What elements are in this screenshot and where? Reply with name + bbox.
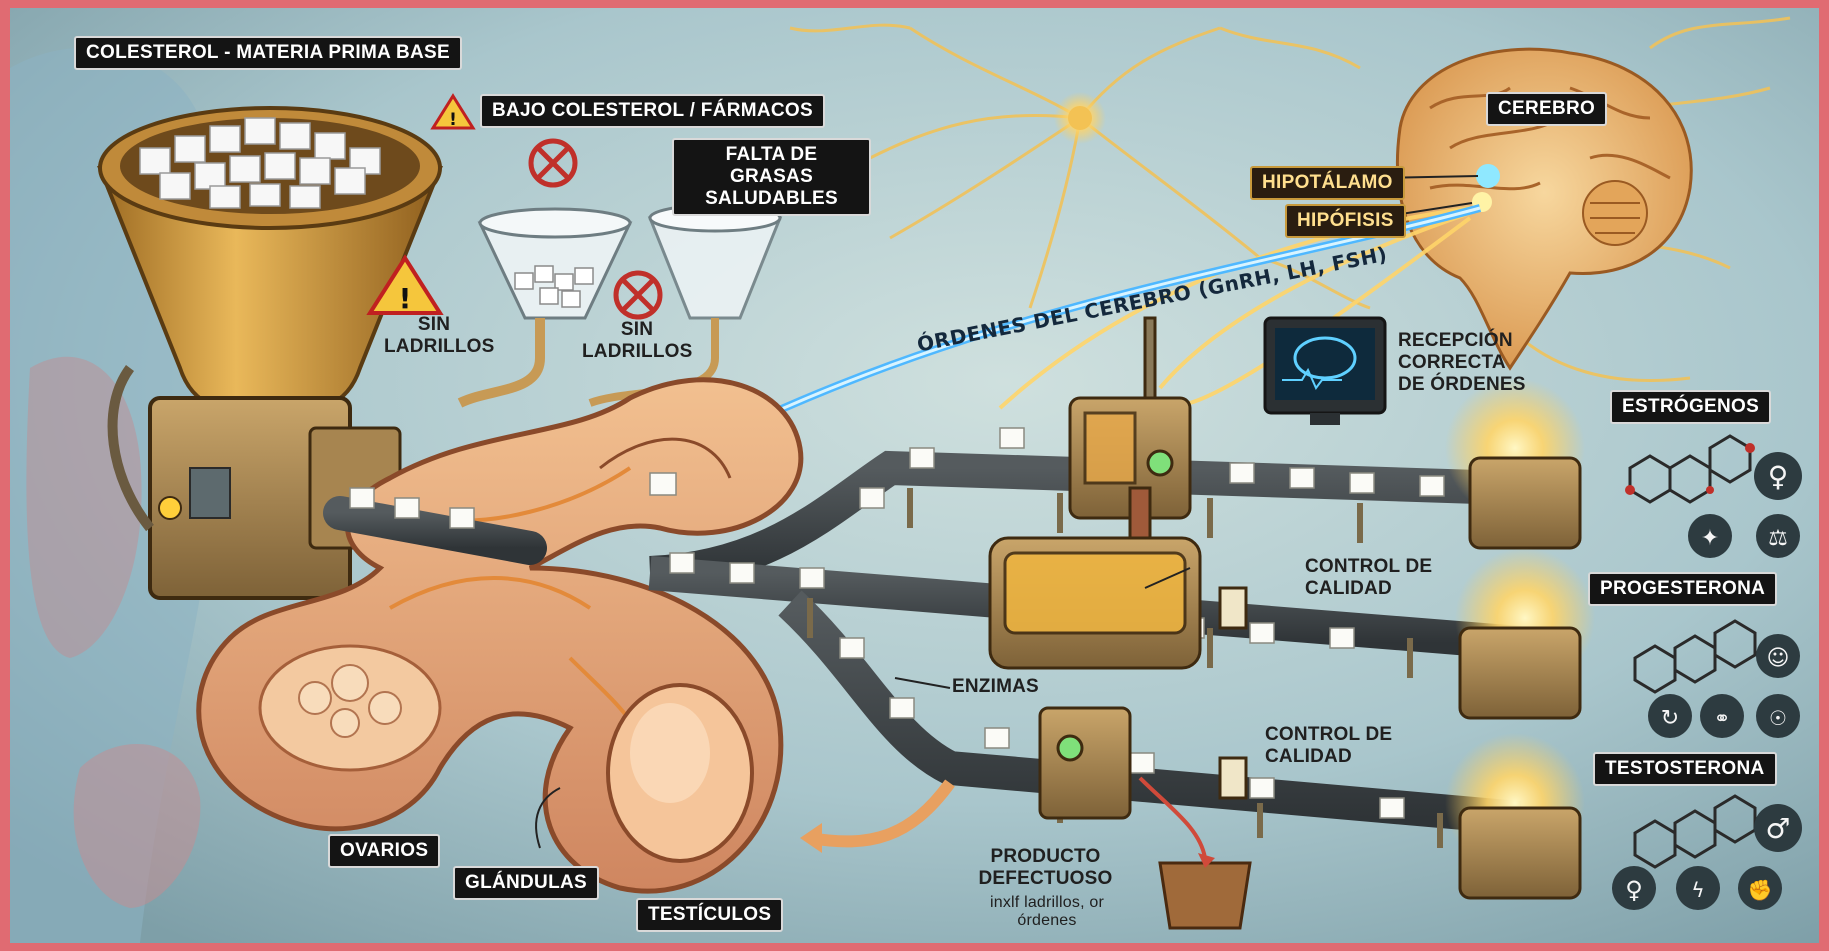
label-producto-defectuoso: PRODUCTO DEFECTUOSO [978,846,1113,890]
muscle-icon: ✊ [1748,878,1773,902]
svg-text:✦: ✦ [1701,526,1719,551]
label-hipotalamo: HIPOTÁLAMO [1250,166,1405,200]
label-progesterona: PROGESTERONA [1588,572,1777,606]
female-symbol-icon: ♀ [1768,460,1789,493]
pregnancy-icon: ☺ [1767,646,1790,671]
label-ovarios: OVARIOS [328,834,440,868]
svg-text:ϟ: ϟ [1691,878,1704,902]
svg-text:⚭: ⚭ [1714,706,1731,730]
label-sin-ladrillos-2: SIN LADRILLOS [582,319,692,363]
brain-monitor-icon [1265,318,1385,425]
label-testosterona: TESTOSTERONA [1593,752,1777,786]
cycle-icon: ↻ [1661,706,1679,731]
infographic-canvas: ! ! ♀ ✦ ⚖ ☺ ↻ ⚭ ☉ ♂ ♀ ϟ ✊ [10,8,1819,943]
svg-text:♀: ♀ [1625,876,1643,904]
label-estrogenos: ESTRÓGENOS [1610,390,1771,424]
label-recepcion: RECEPCIÓN CORRECTA DE ÓRDENES [1398,330,1528,396]
label-control-calidad-2: CONTROL DE CALIDAD [1265,724,1415,768]
male-symbol-icon: ♂ [1765,812,1790,845]
svg-text:!: ! [399,282,412,315]
label-producto-defectuoso-sub: inxlf ladrillos, or órdenes [972,894,1122,930]
label-control-calidad-1: CONTROL DE CALIDAD [1305,556,1455,600]
svg-text:!: ! [449,110,457,130]
label-colesterol: COLESTEROL - MATERIA PRIMA BASE [74,36,462,70]
balance-scale-icon: ⚖ [1768,526,1788,551]
output-stations [1445,378,1595,898]
label-sin-ladrillos-1: SIN LADRILLOS [384,314,484,358]
label-glandulas: GLÁNDULAS [453,866,599,900]
label-hipofisis: HIPÓFISIS [1285,204,1406,238]
label-testiculos: TESTÍCULOS [636,898,783,932]
label-falta-grasas: FALTA DE GRASAS SALUDABLES [672,138,871,216]
label-enzimas: ENZIMAS [952,676,1039,698]
label-cerebro: CEREBRO [1486,92,1607,126]
illustration: ! ! ♀ ✦ ⚖ ☺ ↻ ⚭ ☉ ♂ ♀ ϟ ✊ [10,8,1819,943]
label-bajo-colesterol: BAJO COLESTEROL / FÁRMACOS [480,94,825,128]
hypothalamus-glow [1476,164,1500,188]
svg-text:☉: ☉ [1769,706,1787,730]
